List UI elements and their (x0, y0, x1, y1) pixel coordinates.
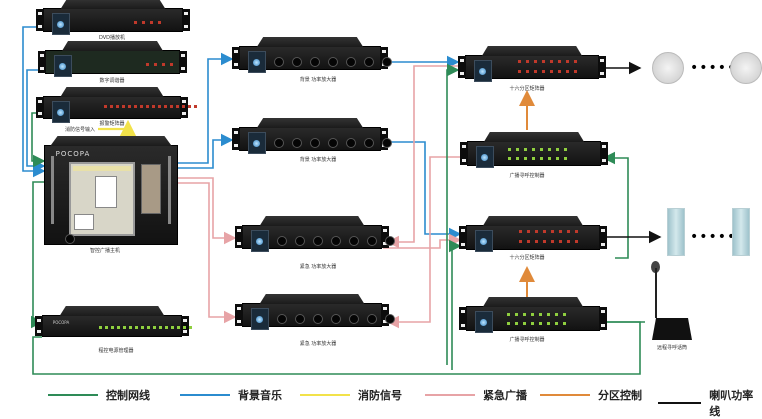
logo-icon (251, 308, 269, 330)
power-manager-brand: POCOPA (52, 320, 70, 325)
legend-swatch (425, 394, 475, 396)
wire-tuner-host (26, 69, 46, 173)
paging-controller-1 (460, 132, 608, 168)
alarm-matrix-label: 报警矩阵器 (99, 121, 125, 127)
broadcast-host-label: 智控广播主机 (89, 248, 121, 254)
power-knob[interactable] (65, 234, 75, 244)
power-manager-label: 程控电源管理器 (98, 348, 134, 354)
legend-item-speaker-line: 喇叭功率线 (658, 387, 762, 419)
wire-host-bgamp1 (178, 52, 234, 164)
logo-icon (248, 132, 266, 154)
wire-host-bgamp2 (178, 133, 234, 169)
logo-icon (251, 230, 269, 252)
logo-icon (52, 101, 70, 123)
zone-matrix-1 (458, 46, 606, 82)
host-touchscreen[interactable] (69, 162, 135, 236)
paging-microphone-label: 远程寻呼话筒 (656, 345, 688, 351)
legend-label: 紧急广播 (483, 389, 527, 402)
column-speaker-icon (667, 208, 685, 256)
host-brand: POCOPA (55, 150, 91, 158)
paging-controller-2 (459, 297, 607, 333)
wire-ctrl-zone2 (448, 239, 462, 370)
microphone-icon (651, 261, 660, 273)
legend-item-zone-control: 分区控制 (540, 387, 642, 403)
wire-host-power (30, 181, 44, 329)
ceiling-speaker-ellipsis: ••••• (690, 60, 737, 76)
legend-item-fire-signal: 消防信号 (300, 387, 402, 403)
logo-icon (54, 55, 72, 77)
legend-label: 背景音乐 (238, 389, 282, 402)
wire-ctrl1-green (602, 151, 629, 259)
legend-label: 喇叭功率线 (709, 389, 754, 418)
emergency-amplifier-1-label: 紧急 功率放大器 (299, 264, 337, 270)
legend-item-emergency: 紧急广播 (425, 387, 527, 403)
digital-tuner-label: 数字调谐器 (99, 78, 125, 84)
broadcast-host: POCOPA (44, 136, 178, 245)
legend-label: 消防信号 (358, 389, 402, 402)
legend-swatch (300, 394, 350, 396)
bg-amplifier-1 (232, 37, 392, 73)
emergency-amplifier-1 (235, 216, 395, 252)
dvd-player (36, 0, 190, 35)
emergency-amplifier-2 (235, 294, 395, 330)
emergency-amplifier-2-label: 紧急 功率放大器 (299, 341, 337, 347)
alarm-matrix (36, 87, 197, 123)
legend-label: 控制网线 (106, 389, 150, 402)
logo-icon (52, 13, 70, 35)
logo-icon (476, 146, 494, 168)
fire-signal-input-label: 消防信号输入 (64, 127, 96, 133)
wire-alarm-host (31, 112, 46, 168)
wire-bgamp2-zone2 (383, 141, 462, 241)
wire-fire-input (98, 119, 137, 138)
dvd-player-label: DVD播放机 (98, 35, 126, 41)
legend-swatch (180, 394, 230, 396)
wire-ctrl-zone1 (446, 63, 460, 365)
digital-tuner (38, 41, 187, 77)
legend-item-background-music: 背景音乐 (180, 387, 282, 403)
wire-ctrl1-emamp2 (386, 156, 462, 329)
ceiling-speaker-icon (652, 52, 684, 84)
column-speaker-ellipsis: ••••• (690, 229, 737, 245)
wire-host-emamp2 (178, 182, 237, 324)
paging-controller-2-label: 广播寻呼控制器 (509, 337, 545, 343)
logo-icon (475, 230, 493, 252)
zone-matrix-2-label: 十六分区矩阵器 (509, 255, 545, 261)
bg-amplifier-2-label: 背景 功率放大器 (299, 157, 337, 163)
logo-icon (248, 51, 266, 73)
legend-swatch (48, 394, 98, 396)
bg-amplifier-1-label: 背景 功率放大器 (299, 77, 337, 83)
zone-matrix-1-label: 十六分区矩阵器 (509, 86, 545, 92)
legend-item-control: 控制网线 (48, 387, 150, 403)
paging-controller-1-label: 广播寻呼控制器 (509, 173, 545, 179)
cd-drive[interactable] (141, 164, 161, 214)
wire-zone2-ctrl1 (600, 160, 610, 280)
power-manager: POCOPA (35, 306, 192, 337)
ceiling-speaker-icon (730, 52, 762, 84)
bg-amplifier-2 (232, 118, 392, 154)
legend-label: 分区控制 (598, 389, 642, 402)
logo-icon (474, 60, 492, 82)
wire-zone1-emamp1 (386, 65, 458, 249)
zone-matrix-2 (459, 216, 607, 252)
legend-swatch (658, 402, 702, 404)
legend-swatch (540, 394, 590, 396)
legend: 控制网线 背景音乐 消防信号 紧急广播 分区控制 喇叭功率线 (0, 387, 762, 418)
wire-host-emamp1 (178, 177, 237, 245)
logo-icon (475, 311, 493, 333)
column-speaker-icon (732, 208, 750, 256)
